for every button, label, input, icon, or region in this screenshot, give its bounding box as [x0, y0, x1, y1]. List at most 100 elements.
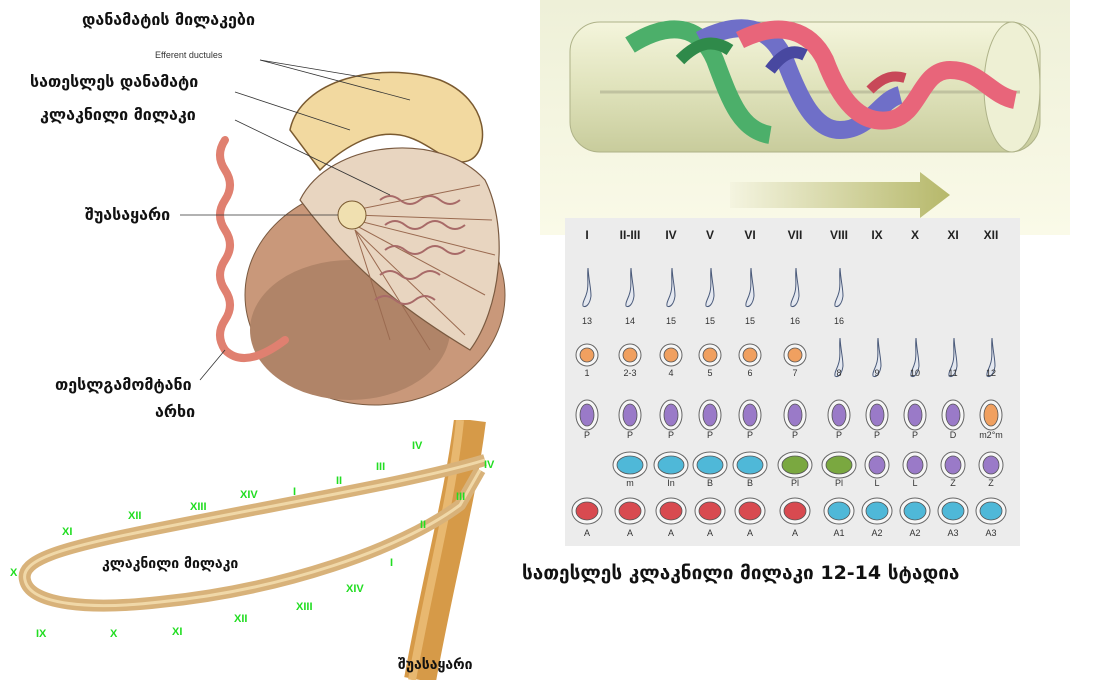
spermatogonium-label: A	[780, 528, 810, 538]
spermatogonium-label: A	[695, 528, 725, 538]
elongated-spermatid	[701, 266, 719, 310]
tubule-upper-stage: XI	[62, 526, 72, 538]
spermatogonium-label: A	[656, 528, 686, 538]
spermatocyte-label: P	[735, 430, 765, 440]
spermatocyte-label: P	[824, 430, 854, 440]
spermatogonium-label: A3	[976, 528, 1006, 538]
spermatogonium-label: A2	[862, 528, 892, 538]
tubule-lower-stage: I	[390, 557, 393, 569]
seminiferous-tubule-label: კლაკნილი მილაკი	[40, 105, 196, 124]
spermatogonium-label: A3	[938, 528, 968, 538]
stage-roman-heading: IV	[656, 228, 686, 242]
vas-deferens-label-line1: თესლგამომტანი	[55, 375, 192, 394]
tubule-upper-stage: XIV	[240, 489, 258, 501]
helix-illustration	[540, 0, 1070, 235]
round-spermatid-label: 2-3	[615, 368, 645, 378]
spermatocyte-label: D	[938, 430, 968, 440]
round-spermatid-label: 10	[900, 368, 930, 378]
intermediate-cell-label: m	[615, 478, 645, 488]
efferent-ductules-en-label: Efferent ductules	[155, 50, 222, 60]
spermatogonium-label: A	[615, 528, 645, 538]
round-spermatid-label: 9	[862, 368, 892, 378]
spermatocyte	[978, 398, 1004, 432]
round-spermatid-label: 7	[780, 368, 810, 378]
round-spermatid	[782, 342, 808, 368]
elongated-spermatid	[830, 266, 848, 310]
intermediate-cell-label: L	[862, 478, 892, 488]
spermatogonium	[936, 496, 970, 526]
spermatocyte	[737, 398, 763, 432]
spermatocyte-label: P	[900, 430, 930, 440]
spermatocyte	[697, 398, 723, 432]
tubule-upper-stage: XIII	[190, 501, 207, 513]
spermatogonium	[570, 496, 604, 526]
tubule-inner-stage: II	[420, 519, 426, 531]
elongated-spermatid-label: 15	[656, 316, 686, 326]
round-spermatid-label: 8	[824, 368, 854, 378]
intermediate-cell	[691, 450, 729, 480]
intermediate-cell	[939, 450, 967, 480]
intermediate-cell-label: B	[735, 478, 765, 488]
elongated-spermatid	[621, 266, 639, 310]
round-spermatid	[697, 342, 723, 368]
intermediate-cell-label: Pl	[780, 478, 810, 488]
tubule-upper-stage: III	[376, 461, 385, 473]
tubule-lower-stage: IX	[36, 628, 47, 640]
intermediate-cell	[731, 450, 769, 480]
tubule-left-end-stage: X	[10, 567, 18, 579]
stage-roman-heading: VI	[735, 228, 765, 242]
tubule-loop-label: კლაკნილი მილაკი	[102, 556, 238, 572]
vas-deferens-shape	[220, 140, 230, 350]
spermatocyte-label: P	[656, 430, 686, 440]
tubule-upper-stage: II	[336, 475, 342, 487]
stage-roman-heading: VIII	[824, 228, 854, 242]
intermediate-cell-label: Z	[938, 478, 968, 488]
elongated-spermatid-label: 15	[695, 316, 725, 326]
spermatocyte	[658, 398, 684, 432]
spermatogonium	[822, 496, 856, 526]
spermatogonium-label: A1	[824, 528, 854, 538]
epididymis-label: სათესლეს დანამატი	[30, 72, 198, 91]
spermatocyte	[574, 398, 600, 432]
spermatogonium-label: A2	[900, 528, 930, 538]
tubule-lower-stage: XIV	[346, 583, 364, 595]
stage-roman-heading: I	[572, 228, 602, 242]
intermediate-cell-label: Pl	[824, 478, 854, 488]
tubule-inner-stage: IV	[484, 459, 495, 471]
round-spermatid-label: 6	[735, 368, 765, 378]
rete-vertical-bar	[420, 420, 470, 680]
spermatogonium-label: A	[572, 528, 602, 538]
stage-roman-heading: IX	[862, 228, 892, 242]
elongated-spermatid	[662, 266, 680, 310]
intermediate-cell-label: B	[695, 478, 725, 488]
spermatogonium	[860, 496, 894, 526]
intermediate-cell	[652, 450, 690, 480]
spermatogonium	[733, 496, 767, 526]
rete-bottom-label: შუასაყარი	[398, 657, 473, 673]
spermatogonium	[898, 496, 932, 526]
spermatocyte	[617, 398, 643, 432]
intermediate-cell	[611, 450, 649, 480]
rete-testis-label: შუასაყარი	[85, 205, 170, 224]
efferent-ductules-label: დანამატის მილაკები	[82, 10, 255, 29]
spermatogonium	[778, 496, 812, 526]
tubule-inner-stage: III	[456, 491, 465, 503]
round-spermatid	[658, 342, 684, 368]
intermediate-cell	[863, 450, 891, 480]
round-spermatid-label: 4	[656, 368, 686, 378]
spermatocyte-label: P	[695, 430, 725, 440]
spermatocyte-label: m2°m	[976, 430, 1006, 440]
spermatogonium	[613, 496, 647, 526]
tubule-upper-stage: I	[293, 486, 296, 498]
spermatogonium-label: A	[735, 528, 765, 538]
spermatocyte	[864, 398, 890, 432]
spermatogonium	[974, 496, 1008, 526]
intermediate-cell-label: L	[900, 478, 930, 488]
spermatocyte-label: P	[615, 430, 645, 440]
intermediate-cell-label: In	[656, 478, 686, 488]
spermatocyte	[940, 398, 966, 432]
elongated-spermatid-label: 13	[572, 316, 602, 326]
round-spermatid	[617, 342, 643, 368]
intermediate-cell	[776, 450, 814, 480]
